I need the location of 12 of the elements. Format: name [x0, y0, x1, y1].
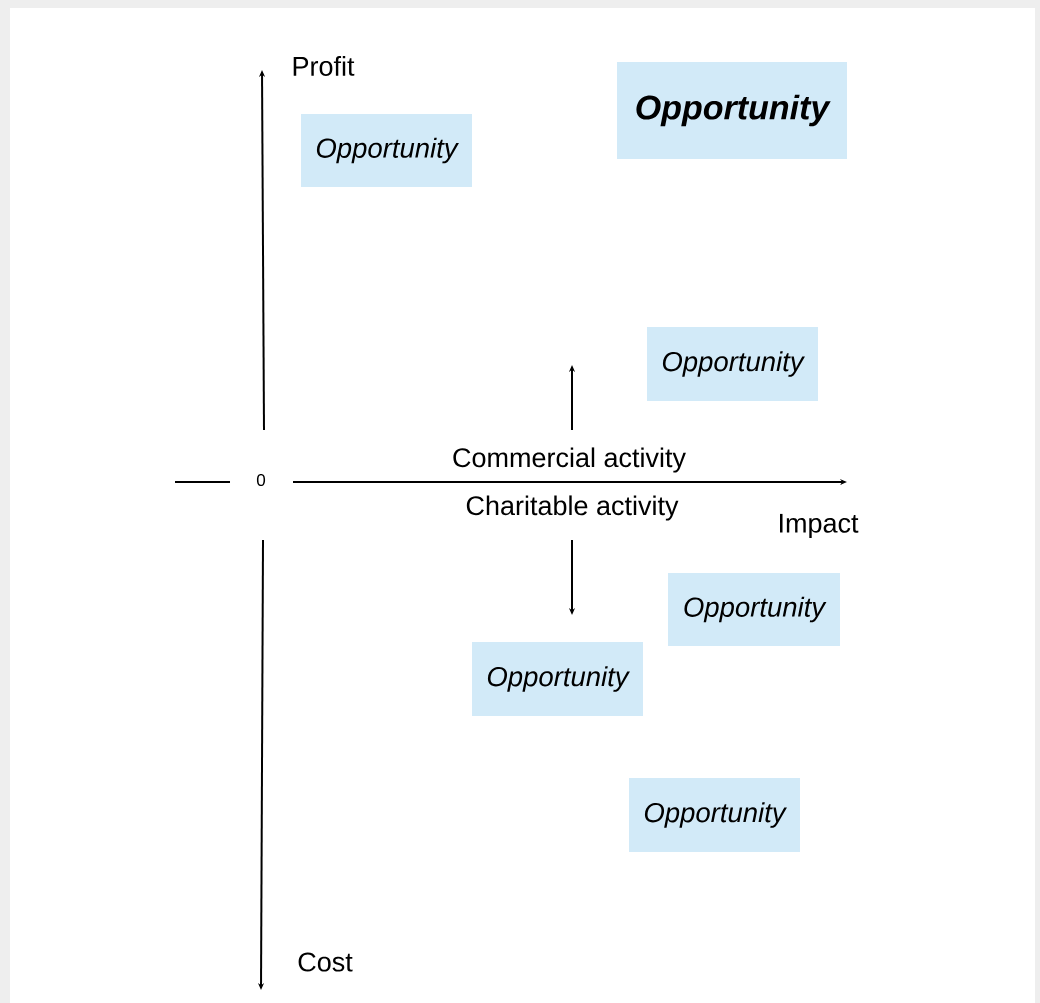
opportunity-box: Opportunity — [472, 642, 643, 716]
axis-label: Profit — [293, 56, 355, 76]
axis-label: Commercial activity — [453, 447, 686, 473]
axis-label: 0 — [256, 474, 266, 487]
opportunity-box: Opportunity — [668, 573, 840, 646]
axis-label: Charitable activity — [466, 495, 679, 521]
opportunity-box: Opportunity — [301, 114, 472, 187]
opportunity-box: Opportunity — [617, 62, 847, 159]
opportunity-box: Opportunity — [629, 778, 800, 852]
opportunity-box: Opportunity — [647, 327, 818, 401]
axis-label: Impact — [780, 513, 859, 539]
axis-label: Cost — [298, 952, 353, 972]
